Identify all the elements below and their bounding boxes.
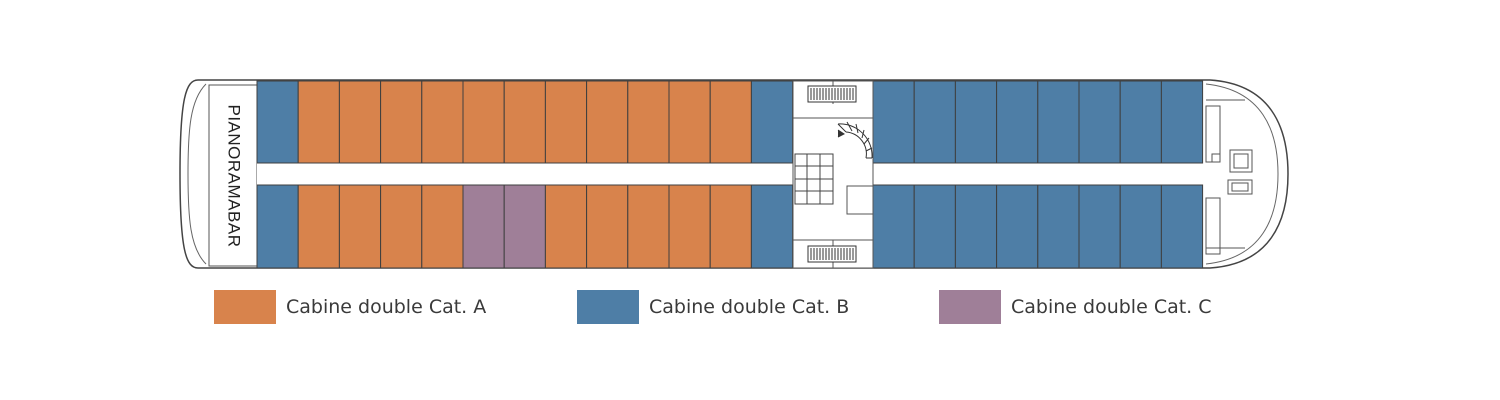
cabin-cat-b [913, 80, 956, 164]
bow-inner-line [1205, 83, 1279, 265]
cabin-cat-a [627, 184, 670, 269]
cabin-cat-a [586, 80, 629, 164]
cabin-cat-a [668, 184, 711, 269]
cabin-cat-a [297, 184, 340, 269]
cabin-cat-b [1119, 80, 1162, 164]
cabin-cat-b [872, 184, 915, 269]
stern-inner-line [187, 83, 207, 265]
cabin-cat-b [750, 184, 794, 269]
elevator-grid [794, 153, 834, 205]
legend-label-cat-b: Cabine double Cat. B [649, 296, 850, 318]
cabin-cat-a [338, 184, 382, 269]
legend-swatch-cat-b [577, 290, 639, 324]
cabin-cat-b [1160, 80, 1204, 164]
legend-label-cat-a: Cabine double Cat. A [286, 296, 487, 318]
pianorama-bar-area [208, 84, 258, 267]
cabin-cat-b [256, 184, 299, 269]
legend-cat-a: Cabine double Cat. A [214, 289, 486, 325]
legend-cat-b: Cabine double Cat. B [577, 289, 849, 325]
cabin-cat-b [996, 80, 1039, 164]
cabin-cat-b [1037, 80, 1080, 164]
cabin-cat-a [462, 80, 505, 164]
cabin-cat-a [380, 80, 423, 164]
pianorama-bar-label: PIANORAMABAR [225, 105, 244, 248]
cabins-fore-starboard [872, 184, 1204, 269]
cabins-aft-port [256, 80, 794, 164]
cabin-cat-b [1037, 184, 1080, 269]
legend-swatch-cat-c [939, 290, 1001, 324]
cabins-aft-starboard [256, 184, 794, 269]
legend-swatch-cat-a [214, 290, 276, 324]
cabin-cat-a [544, 80, 588, 164]
bow-area [1205, 99, 1253, 255]
cabin-cat-c [462, 184, 505, 269]
legend-label-cat-c: Cabine double Cat. C [1011, 296, 1212, 318]
cabin-cat-b [954, 184, 998, 269]
stairs-top [807, 85, 857, 103]
cabin-cat-c [503, 184, 546, 269]
cabin-cat-b [1119, 184, 1162, 269]
cabin-cat-a [503, 80, 546, 164]
spiral-staircase [837, 121, 873, 159]
corridor-aft [257, 163, 793, 185]
stairs-bottom [807, 245, 857, 263]
corridor-fore [873, 163, 1208, 185]
cabin-cat-a [421, 80, 464, 164]
cabin-cat-b [1078, 184, 1121, 269]
cabin-cat-b [913, 184, 956, 269]
cabin-cat-a [668, 80, 711, 164]
service-room [846, 185, 874, 215]
cabin-cat-b [872, 80, 915, 164]
cabin-cat-a [421, 184, 464, 269]
cabins-fore-port [872, 80, 1204, 164]
legend-cat-c: Cabine double Cat. C [939, 289, 1212, 325]
cabin-cat-a [380, 184, 423, 269]
cabin-cat-b [1160, 184, 1204, 269]
cabin-cat-a [544, 184, 588, 269]
cabin-cat-b [256, 80, 299, 164]
cabin-cat-b [750, 80, 794, 164]
cabin-cat-a [338, 80, 382, 164]
cabin-cat-a [709, 80, 752, 164]
cabin-cat-b [1078, 80, 1121, 164]
cabin-cat-a [627, 80, 670, 164]
cabin-cat-a [709, 184, 752, 269]
cabin-cat-b [954, 80, 998, 164]
cabin-cat-a [297, 80, 340, 164]
cabin-cat-a [586, 184, 629, 269]
cabin-cat-b [996, 184, 1039, 269]
